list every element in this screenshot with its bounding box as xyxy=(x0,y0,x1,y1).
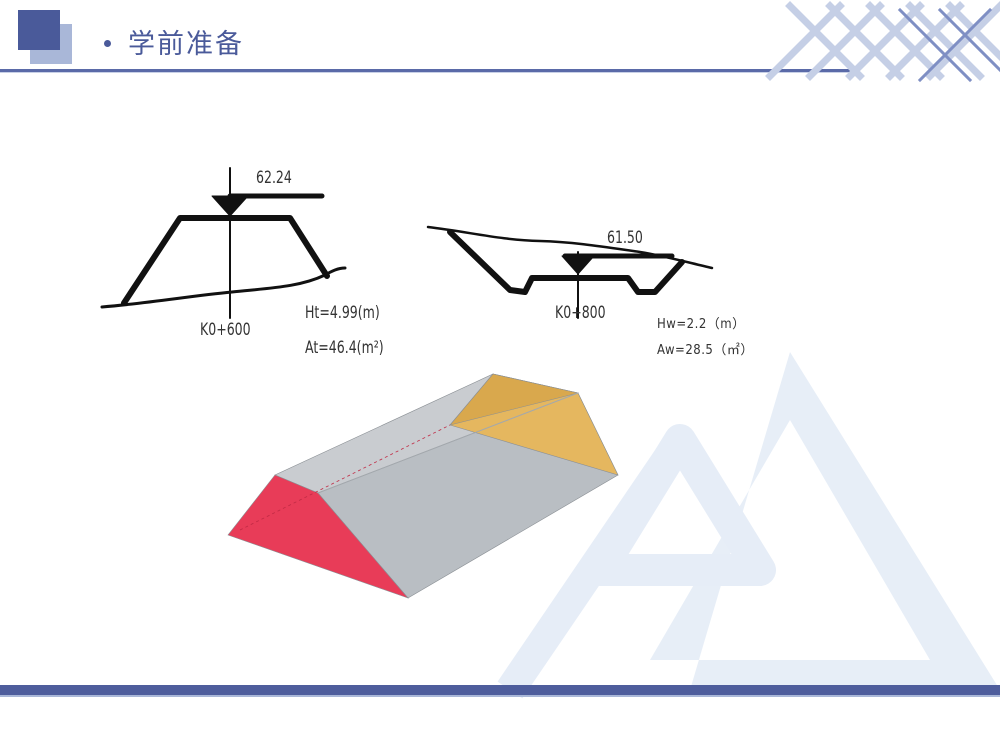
embankment-station: K0+600 xyxy=(200,320,251,340)
cutting-height: Hw=2.2（m） xyxy=(657,317,746,332)
embankment-ground-line xyxy=(100,266,347,309)
corner-lattice xyxy=(765,1,1000,83)
embankment-area: At=46.4(m²) xyxy=(305,338,384,358)
bottom-band xyxy=(0,685,1000,695)
cutting-outline xyxy=(447,229,685,295)
embankment-outline xyxy=(121,215,330,306)
cutting-area: Aw=28.5（㎡） xyxy=(657,343,754,358)
embankment-prism xyxy=(227,373,619,599)
header-rule xyxy=(0,69,860,72)
watermark-triangle xyxy=(497,352,1000,699)
cutting-station: K0+800 xyxy=(555,303,606,323)
cutting-elevation: 61.50 xyxy=(607,228,643,248)
embankment-height: Ht=4.99(m) xyxy=(305,303,380,323)
embankment-level-marker xyxy=(211,195,249,217)
prism-front-face xyxy=(227,474,409,599)
slide-title: 学前准备 xyxy=(128,29,244,60)
cutting-section xyxy=(426,225,714,319)
embankment-section xyxy=(100,167,347,319)
prism-back-face-top xyxy=(449,373,579,426)
embankment-elevation: 62.24 xyxy=(256,168,292,188)
title-bullet xyxy=(104,40,111,47)
cutting-level-marker xyxy=(561,255,595,275)
header-square-dark xyxy=(18,10,60,50)
